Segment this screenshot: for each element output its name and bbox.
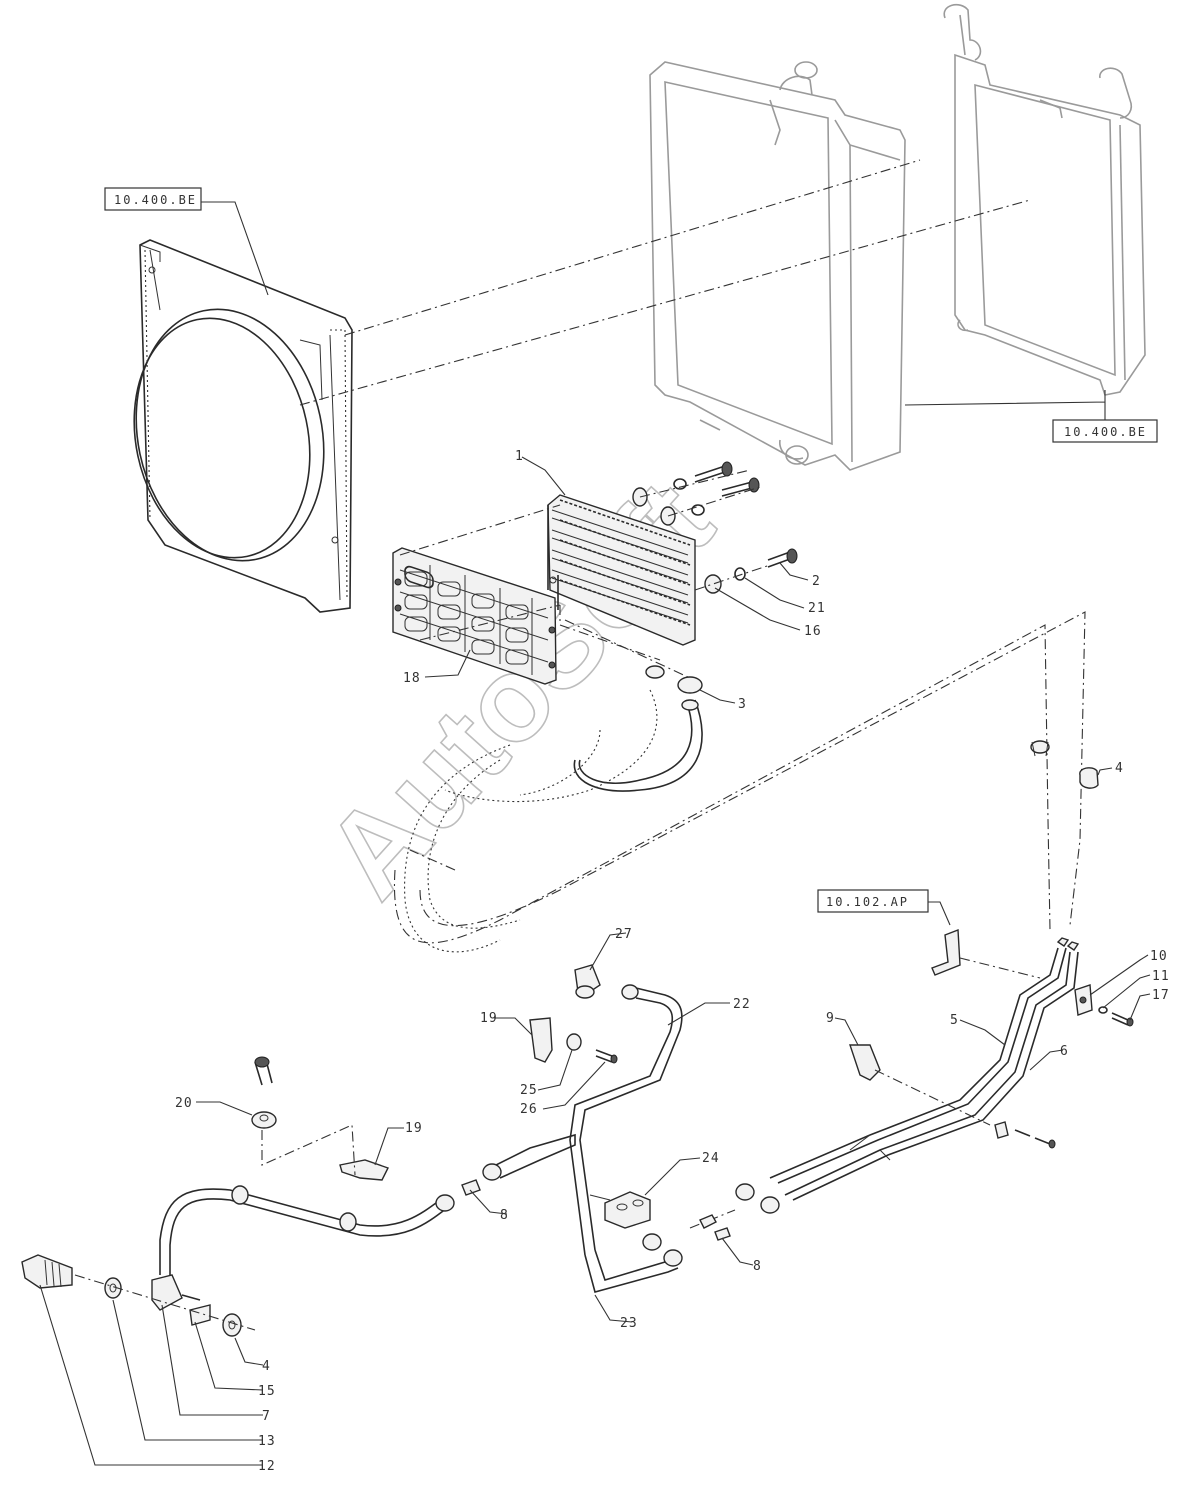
callout-11[interactable]: 11 — [1152, 969, 1170, 984]
callout-22[interactable]: 22 — [733, 997, 751, 1012]
clamp-bracket — [1074, 984, 1134, 1027]
callout-18[interactable]: 18 — [403, 671, 421, 686]
oil-pipe-pair — [735, 937, 1080, 1214]
fan-shroud — [133, 239, 353, 613]
callout-6[interactable]: 6 — [1060, 1044, 1069, 1059]
alignment-line — [419, 604, 561, 641]
callout-2[interactable]: 2 — [812, 574, 821, 589]
bolt-washer-assembly — [694, 548, 798, 594]
callout-1[interactable]: 1 — [515, 449, 524, 464]
callout-4-lower[interactable]: 4 — [262, 1359, 271, 1374]
callout-19-upper[interactable]: 19 — [480, 1011, 498, 1026]
callout-8-right[interactable]: 8 — [753, 1259, 762, 1274]
callout-12[interactable]: 12 — [258, 1459, 276, 1474]
callout-7[interactable]: 7 — [262, 1409, 271, 1424]
callout-25[interactable]: 25 — [520, 1083, 538, 1098]
callout-10[interactable]: 10 — [1150, 949, 1168, 964]
pipe-clamp-block — [589, 1191, 651, 1229]
callout-8-left[interactable]: 8 — [500, 1208, 509, 1223]
callout-9[interactable]: 9 — [826, 1011, 835, 1026]
lower-bracket — [251, 1056, 389, 1181]
bracket-washer-bolt — [529, 1017, 618, 1064]
reference-label: 10.400.BE — [1064, 425, 1147, 439]
reference-box-top-left[interactable]: 10.400.BE — [104, 187, 269, 296]
radiator — [649, 61, 906, 471]
callout-numbers: 1 2 21 16 3 18 4 27 22 19 25 26 10 11 17… — [175, 449, 1170, 1474]
hose-routing-path — [393, 611, 1099, 944]
callout-3[interactable]: 3 — [738, 697, 747, 712]
callout-4-upper[interactable]: 4 — [1115, 761, 1124, 776]
callout-24[interactable]: 24 — [702, 1151, 720, 1166]
elbow-fitting — [569, 964, 683, 1256]
callout-5[interactable]: 5 — [950, 1013, 959, 1028]
reference-box-middle-right[interactable]: 10.102.AP — [817, 889, 951, 926]
callout-26[interactable]: 26 — [520, 1102, 538, 1117]
callout-20[interactable]: 20 — [175, 1096, 193, 1111]
callout-13[interactable]: 13 — [258, 1434, 276, 1449]
reference-label: 10.400.BE — [114, 193, 197, 207]
alignment-line — [399, 504, 561, 556]
callout-21[interactable]: 21 — [808, 601, 826, 616]
alignment-line — [344, 159, 921, 336]
banjo-fitting-parts — [21, 1254, 256, 1337]
callout-15[interactable]: 15 — [258, 1384, 276, 1399]
reference-label: 10.102.AP — [826, 895, 909, 909]
callout-17[interactable]: 17 — [1152, 988, 1170, 1003]
intercooler — [943, 3, 1146, 396]
callout-leaders — [39, 456, 1151, 1466]
bracket-ref — [931, 929, 1041, 979]
cooler-grille — [392, 547, 557, 685]
callout-16[interactable]: 16 — [804, 624, 822, 639]
lower-pipe — [584, 1209, 736, 1293]
callout-19-lower[interactable]: 19 — [405, 1121, 423, 1136]
mounting-hardware-top — [632, 461, 761, 526]
cooler-hose — [404, 605, 703, 953]
callout-27[interactable]: 27 — [615, 927, 633, 942]
watermark: AutoSoft — [300, 456, 738, 922]
reference-box-right[interactable]: 10.400.BE — [904, 390, 1158, 443]
alignment-line — [299, 199, 1031, 406]
oil-cooler — [547, 494, 696, 646]
callout-23[interactable]: 23 — [620, 1316, 638, 1331]
pipe-bracket — [849, 1044, 1056, 1149]
